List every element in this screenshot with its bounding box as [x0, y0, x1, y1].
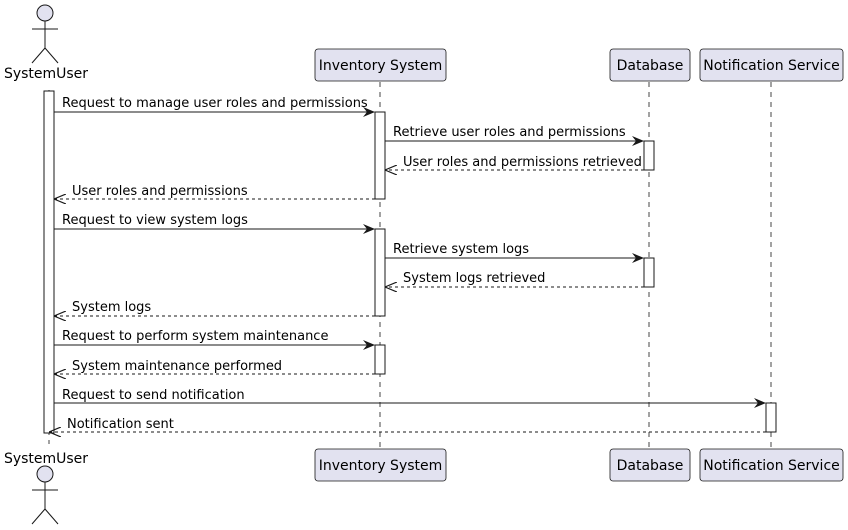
message-1: Request to manage user roles and permiss…: [54, 96, 375, 117]
message-label: User roles and permissions retrieved: [403, 155, 642, 170]
message-label: System logs: [72, 300, 151, 315]
message-4: User roles and permissions: [55, 184, 375, 199]
activation-inventory-1: [374, 111, 386, 200]
activation-notification: [765, 402, 777, 433]
participant-label: Notification Service: [703, 58, 840, 74]
activations: [43, 90, 777, 434]
participant-label: Database: [617, 58, 684, 74]
activation-database-1: [643, 140, 655, 171]
participant-label: Database: [617, 458, 684, 474]
actor-figure-icon: [31, 465, 59, 525]
message-label: Retrieve user roles and permissions: [393, 125, 626, 140]
message-7: System logs retrieved: [386, 271, 644, 287]
message-label: Request to send notification: [62, 388, 245, 403]
message-label: Request to manage user roles and permiss…: [62, 96, 368, 111]
actor-systemuser-bottom: SystemUser: [4, 451, 88, 525]
participant-notification-service-bottom: Notification Service: [699, 448, 844, 482]
participant-database-top: Database: [609, 48, 691, 82]
message-label: Request to perform system maintenance: [62, 329, 328, 344]
message-label: System logs retrieved: [403, 271, 545, 286]
participant-label: Notification Service: [703, 458, 840, 474]
activation-inventory-3: [374, 344, 386, 375]
participant-label: Inventory System: [319, 458, 443, 474]
message-3: User roles and permissions retrieved: [386, 155, 644, 170]
participant-database-bottom: Database: [609, 448, 691, 482]
participant-notification-service-top: Notification Service: [699, 48, 844, 82]
message-6: Retrieve system logs: [385, 242, 644, 263]
actor-label-bottom: SystemUser: [4, 451, 88, 467]
message-label: System maintenance performed: [72, 359, 282, 374]
activation-inventory-2: [374, 228, 386, 317]
participant-inventory-system-bottom: Inventory System: [314, 448, 447, 482]
actor-systemuser-top: SystemUser: [4, 4, 88, 82]
participant-inventory-system-top: Inventory System: [314, 48, 447, 82]
message-label: User roles and permissions: [72, 184, 248, 199]
message-8: System logs: [55, 300, 375, 316]
actor-figure-icon: [31, 4, 59, 64]
activation-database-2: [643, 257, 655, 288]
messages: Request to manage user roles and permiss…: [50, 96, 766, 432]
participant-label: Inventory System: [319, 58, 443, 74]
message-9: Request to perform system maintenance: [54, 329, 375, 350]
message-2: Retrieve user roles and permissions: [385, 125, 644, 146]
message-label: Request to view system logs: [62, 213, 248, 228]
message-10: System maintenance performed: [55, 359, 375, 374]
actor-label-top: SystemUser: [4, 66, 88, 82]
message-5: Request to view system logs: [54, 213, 375, 234]
message-label: Retrieve system logs: [393, 242, 529, 257]
message-label: Notification sent: [67, 417, 174, 432]
message-12: Notification sent: [50, 417, 766, 432]
message-11: Request to send notification: [54, 388, 766, 408]
activation-systemuser: [43, 90, 55, 434]
